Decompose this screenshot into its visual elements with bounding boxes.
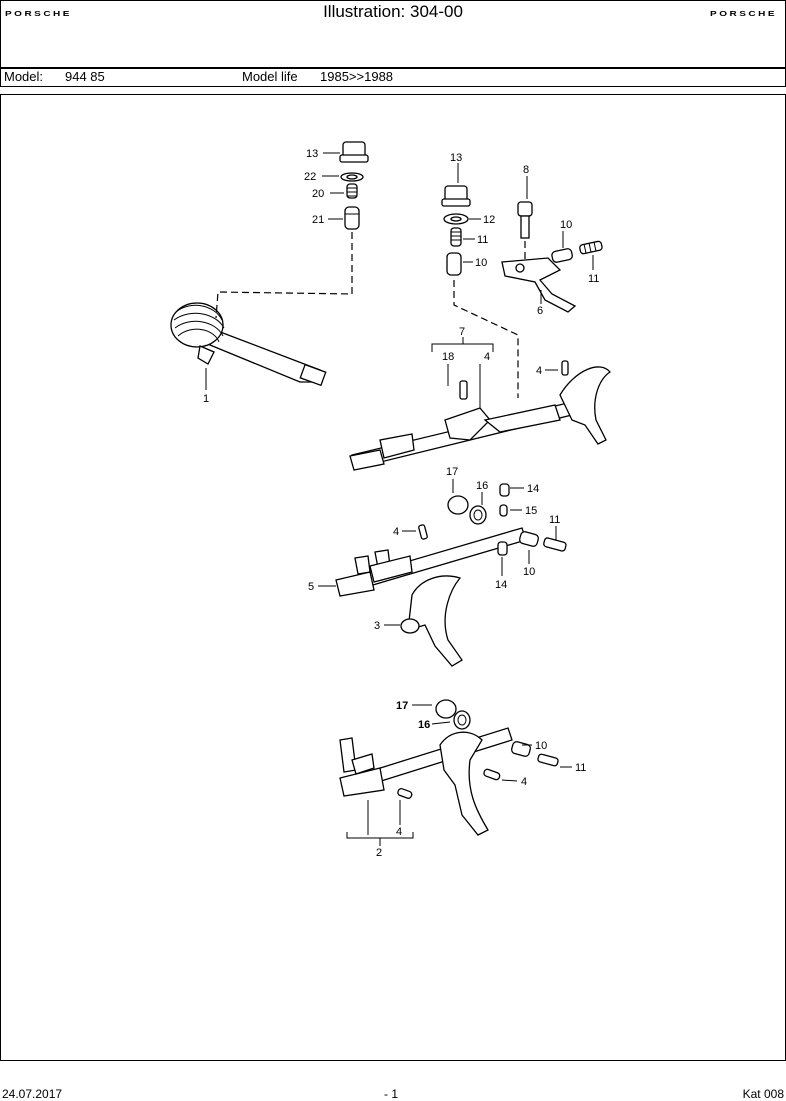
plug-stack-left <box>339 141 369 230</box>
pin-4-top <box>561 360 569 376</box>
callout-8: 8 <box>523 164 529 176</box>
bolt-8 <box>517 201 533 239</box>
callout-14-upper: 14 <box>527 483 539 495</box>
callout-2: 2 <box>376 847 382 859</box>
parts-14-15-16-17-mid <box>418 483 567 556</box>
callout-17-bottom: 17 <box>396 700 408 712</box>
brand-logo-left: PORSCHE <box>5 10 72 19</box>
page-title: Illustration: 304-00 <box>323 2 463 21</box>
callout-16-bottom: 16 <box>418 719 430 731</box>
callout-labels: 13 22 20 21 13 12 11 10 8 10 11 6 1 7 18… <box>203 148 599 859</box>
callout-4-bottom-right: 4 <box>521 776 527 788</box>
model-bar: Model: 944 85 Model life 1985>>1988 <box>0 68 786 87</box>
model-life-label: Model life <box>242 69 298 84</box>
shift-rod-5 <box>335 527 527 597</box>
callout-18: 18 <box>442 351 454 363</box>
callout-4-rod7: 4 <box>484 351 490 363</box>
fork-3 <box>400 575 463 667</box>
shift-rod-7 <box>349 366 611 471</box>
callout-11-middle: 11 <box>477 234 488 246</box>
shift-rod-2 <box>339 727 513 836</box>
callout-22: 22 <box>304 171 316 183</box>
selector-shaft-1 <box>170 302 327 387</box>
footer-catalog: Kat 008 <box>742 1087 784 1101</box>
plug-stack-middle <box>441 185 471 276</box>
callout-12: 12 <box>483 214 495 226</box>
callout-7: 7 <box>459 326 465 338</box>
callout-10-top-right: 10 <box>560 219 572 231</box>
callout-14-lower: 14 <box>495 579 507 591</box>
pin-10-spring-11-top <box>551 240 603 263</box>
callout-10-middle-right: 10 <box>523 566 535 578</box>
callout-1: 1 <box>203 393 209 405</box>
callout-20: 20 <box>312 188 324 200</box>
header-box: PORSCHE Illustration: 304-00 PORSCHE <box>0 0 786 68</box>
callout-11-bottom: 11 <box>575 762 586 774</box>
callout-11-top-right: 11 <box>588 273 599 285</box>
brand-logo-right: PORSCHE <box>710 10 777 19</box>
callout-4-rod2: 4 <box>396 826 402 838</box>
parts-16-17-bottom <box>397 699 559 799</box>
callout-13-middle: 13 <box>450 152 462 164</box>
model-life-value: 1985>>1988 <box>320 69 394 84</box>
bracket-6 <box>501 257 577 313</box>
callout-13-left: 13 <box>306 148 318 160</box>
callout-11-middle-right: 11 <box>549 514 560 526</box>
callout-10-bottom: 10 <box>535 740 547 752</box>
leader-lines <box>205 152 594 846</box>
pin-18 <box>459 380 468 400</box>
model-label: Model: <box>4 69 44 84</box>
footer-date: 24.07.2017 <box>2 1087 63 1101</box>
callout-6: 6 <box>537 305 543 317</box>
callout-21: 21 <box>312 214 324 226</box>
model-value: 944 85 <box>65 69 105 84</box>
callout-4-fork-pin: 4 <box>536 365 542 377</box>
callout-17-middle: 17 <box>446 466 458 478</box>
footer-page-number: - 1 <box>384 1087 399 1101</box>
callout-10-middle: 10 <box>475 257 487 269</box>
callout-16-middle: 16 <box>476 480 488 492</box>
callout-3: 3 <box>374 620 380 632</box>
callout-4-rod5: 4 <box>393 526 399 538</box>
callout-5: 5 <box>308 581 314 593</box>
callout-15: 15 <box>525 505 537 517</box>
